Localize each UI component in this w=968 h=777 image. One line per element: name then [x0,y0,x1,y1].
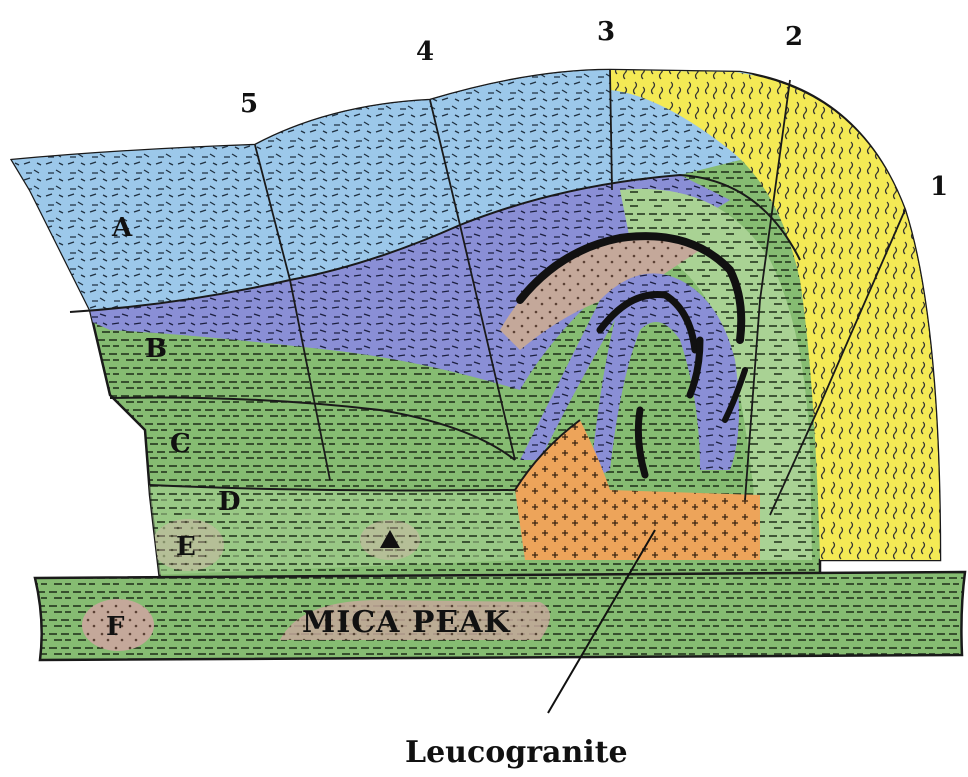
unit-label-b: B [145,334,167,364]
unit-label-c: C [170,429,191,459]
unit-label-f: F [106,612,125,642]
section-number-2: 2 [785,22,803,52]
section-number-4: 4 [416,37,434,67]
unit-label-a: A [111,213,133,243]
section-number-5: 5 [240,89,258,119]
mica-peak-label: MICA PEAK [302,605,511,640]
unit-d-band [140,485,525,575]
folded-block [0,70,940,580]
section-number-1: 1 [930,172,948,202]
section-number-3: 3 [597,17,615,47]
leucogranite-caption: Leucogranite [405,735,628,770]
unit-label-e: E [176,532,196,562]
unit-label-d: D [218,487,241,517]
